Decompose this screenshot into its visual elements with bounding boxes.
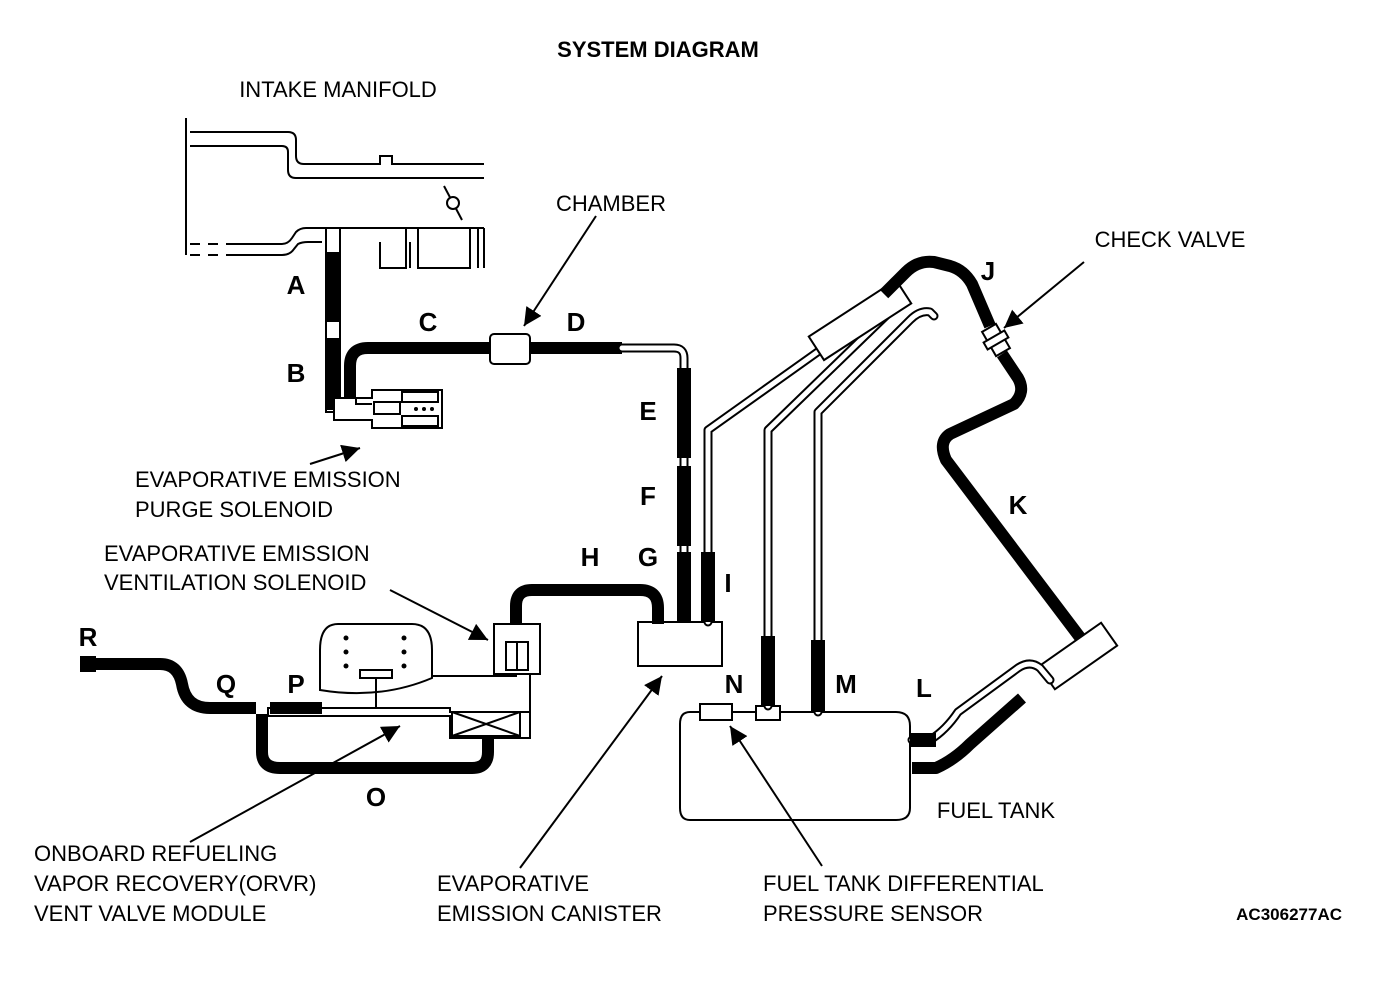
fuel-tank-label: FUEL TANK xyxy=(937,798,1056,823)
chamber xyxy=(489,333,531,365)
check-valve xyxy=(980,322,1012,358)
purge-solenoid-label-1: EVAPORATIVE EMISSION xyxy=(135,467,401,492)
purge-solenoid xyxy=(333,389,443,429)
orvr-label-2: VAPOR RECOVERY(ORVR) xyxy=(34,871,316,896)
hose-i xyxy=(701,552,715,622)
hose-f xyxy=(677,466,691,546)
hose-label-d: D xyxy=(567,307,586,337)
canister-label-1: EVAPORATIVE xyxy=(437,871,589,896)
orvr-label-3: VENT VALVE MODULE xyxy=(34,901,266,926)
hose-label-o: O xyxy=(366,782,386,812)
hose-label-i: I xyxy=(724,568,731,598)
hose-label-e: E xyxy=(639,396,656,426)
ventilation-solenoid xyxy=(493,623,541,675)
hose-label-h: H xyxy=(581,542,600,572)
hose-e xyxy=(677,368,691,458)
hose-a xyxy=(326,252,340,322)
hose-label-f: F xyxy=(640,481,656,511)
ventilation-solenoid-label-1: EVAPORATIVE EMISSION xyxy=(104,541,370,566)
hose-b xyxy=(326,338,340,410)
pressure-sensor-label-2: PRESSURE SENSOR xyxy=(763,901,983,926)
pressure-sensor-label-1: FUEL TANK DIFFERENTIAL xyxy=(763,871,1044,896)
pressure-sensor xyxy=(699,703,733,721)
hose-label-r: R xyxy=(79,622,98,652)
chamber-label: CHAMBER xyxy=(556,191,666,216)
hose-label-p: P xyxy=(287,669,304,699)
hose-g xyxy=(677,552,691,622)
hose-n xyxy=(761,636,775,706)
hose-r-cap xyxy=(80,656,96,672)
orvr-vent-valve-module xyxy=(267,623,531,739)
figure-code: AC306277AC xyxy=(1236,905,1342,924)
fuel-tank xyxy=(679,711,911,821)
hose-label-j: J xyxy=(981,256,995,286)
hose-label-b: B xyxy=(287,358,306,388)
hose-label-g: G xyxy=(638,542,658,572)
intake-manifold xyxy=(185,118,485,269)
purge-solenoid-label-2: PURGE SOLENOID xyxy=(135,497,333,522)
intake-manifold-label: INTAKE MANIFOLD xyxy=(239,77,437,102)
check-valve-label: CHECK VALVE xyxy=(1095,227,1246,252)
ventilation-solenoid-label-2: VENTILATION SOLENOID xyxy=(104,570,366,595)
hose-label-a: A xyxy=(287,270,306,300)
hose-m xyxy=(811,640,825,712)
hose-label-q: Q xyxy=(216,669,236,699)
hose-label-n: N xyxy=(725,669,744,699)
hose-label-k: K xyxy=(1009,490,1028,520)
diagram-title: SYSTEM DIAGRAM xyxy=(557,37,759,62)
orvr-label-1: ONBOARD REFUELING xyxy=(34,841,277,866)
evaporative-emission-canister xyxy=(637,621,723,667)
upper-valve-body xyxy=(807,278,913,362)
hose-label-c: C xyxy=(419,307,438,337)
hose-label-l: L xyxy=(916,673,932,703)
hose-label-m: M xyxy=(835,669,857,699)
canister-label-2: EMISSION CANISTER xyxy=(437,901,662,926)
